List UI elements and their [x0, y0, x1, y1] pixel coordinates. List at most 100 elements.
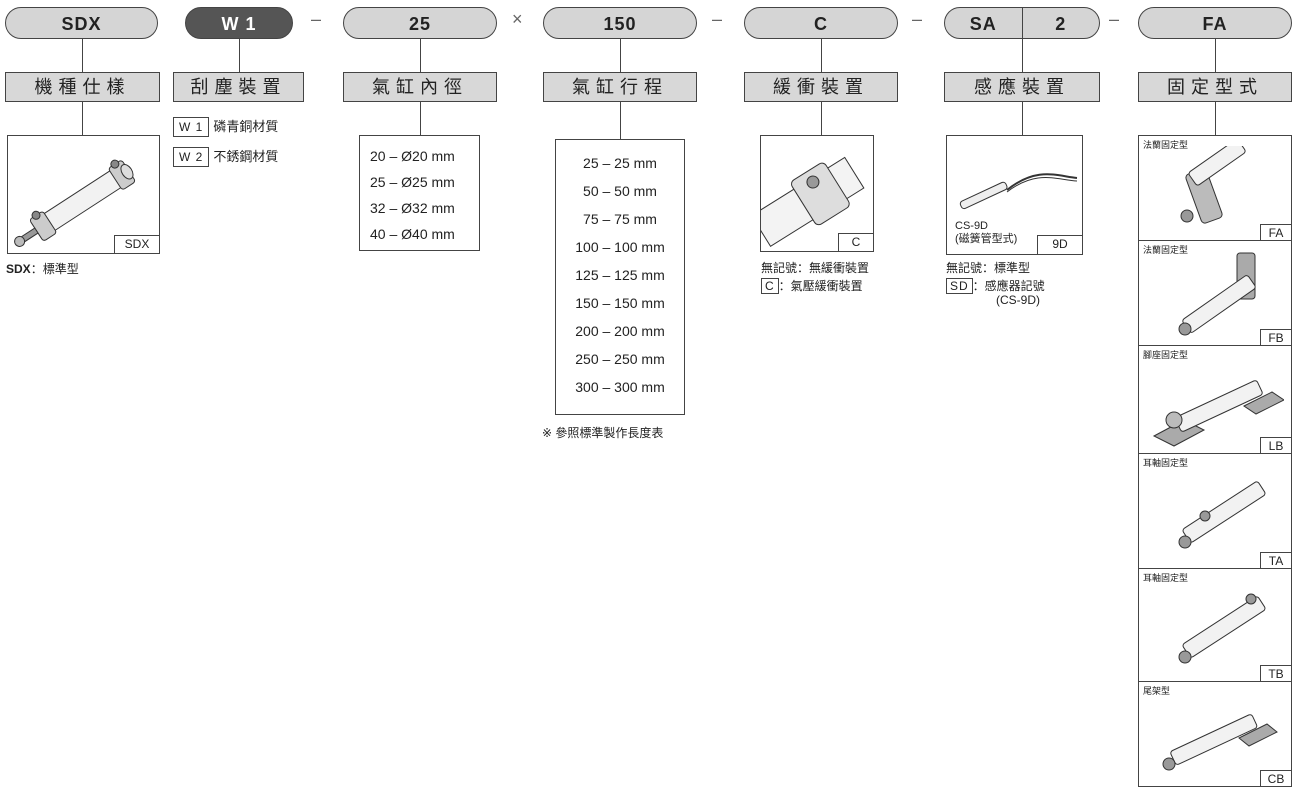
sensor-image-box: CS-9D (磁簧管型式) 9D — [946, 135, 1083, 255]
connector — [1215, 39, 1216, 72]
sensor-note: 無記號：標準型 SD：感應器記號 (CS-9D) — [946, 259, 1045, 309]
clevis-mount-illustration — [1162, 714, 1278, 771]
stroke-note: ※ 參照標準製作長度表 — [542, 426, 664, 440]
code-stroke: 150 — [543, 7, 697, 39]
mount-option-fa: 法蘭固定型 FA — [1139, 136, 1291, 241]
stroke-option: 250 – 250 mm — [575, 351, 665, 367]
connector — [620, 39, 621, 72]
mount-option-tb: 耳軸固定型 TB — [1139, 569, 1291, 682]
connector — [1022, 39, 1023, 72]
sensor-note-1: 無記號：標準型 — [946, 261, 1031, 275]
code-cushion: C — [744, 7, 898, 39]
connector — [1022, 102, 1023, 135]
connector — [620, 102, 621, 139]
connector — [420, 102, 421, 135]
flange-mount-illustration — [1180, 146, 1246, 224]
mount-caption: 耳軸固定型 — [1143, 573, 1189, 583]
model-note: SDX：標準型 — [6, 260, 79, 278]
stroke-option: 25 – 25 mm — [583, 155, 657, 171]
label-mount: 固定型式 — [1138, 72, 1292, 102]
stroke-option: 50 – 50 mm — [583, 183, 657, 199]
sensor-note-2: SD：感應器記號 — [946, 277, 1045, 295]
separator-times: × — [512, 9, 523, 29]
bore-option: 32 – Ø32 mm — [370, 200, 455, 216]
code-bore: 25 — [343, 7, 497, 39]
cushion-note: 無記號：無緩衝裝置 C：氣壓緩衝裝置 — [761, 259, 869, 295]
stroke-option: 300 – 300 mm — [575, 379, 665, 395]
trunnion-mount-illustration — [1178, 481, 1266, 549]
trunnion-mount-illustration — [1178, 593, 1266, 664]
cushion-note-text: ：氣壓緩衝裝置 — [778, 279, 863, 293]
bore-option-list: 20 – Ø20 mm 25 – Ø25 mm 32 – Ø32 mm 40 –… — [359, 135, 480, 251]
code-sensor-b: 2 — [1055, 14, 1067, 34]
separator-dash: – — [1109, 9, 1120, 29]
bore-option: 20 – Ø20 mm — [370, 148, 455, 164]
connector — [420, 39, 421, 72]
connector — [821, 102, 822, 135]
sensor-caption-1: CS-9D — [955, 220, 989, 232]
label-sensor: 感應裝置 — [944, 72, 1100, 102]
cushion-illustration — [750, 156, 865, 247]
mount-tag: TA — [1260, 552, 1291, 568]
flange-mount-illustration — [1178, 252, 1256, 336]
stroke-option: 100 – 100 mm — [575, 239, 665, 255]
stroke-option: 200 – 200 mm — [575, 323, 665, 339]
label-bore: 氣缸內徑 — [343, 72, 497, 102]
cushion-tag: C — [838, 233, 873, 251]
foot-mount-illustration — [1152, 380, 1284, 447]
sensor-tag: 9D — [1037, 235, 1082, 254]
cushion-image-box: C — [750, 135, 874, 252]
mount-option-list: 法蘭固定型 FA 法蘭固定型 FB 腳座固定型 LB 耳軸固定型 — [1138, 135, 1292, 787]
connector — [82, 102, 83, 135]
label-scraper: 刮塵裝置 — [173, 72, 304, 102]
mount-tag: FA — [1260, 224, 1291, 240]
connector — [821, 39, 822, 72]
label-cushion: 緩衝裝置 — [744, 72, 898, 102]
scraper-option-text: 不銹鋼材質 — [213, 149, 279, 164]
sensor-caption: CS-9D (磁簧管型式) — [955, 220, 1017, 246]
mount-option-ta: 耳軸固定型 TA — [1139, 454, 1291, 569]
mount-tag: CB — [1260, 770, 1291, 786]
mount-tag: TB — [1260, 665, 1291, 681]
cushion-note-1: 無記號：無緩衝裝置 — [761, 261, 870, 275]
mount-option-fb: 法蘭固定型 FB — [1139, 241, 1291, 346]
mount-option-cb: 尾架型 CB — [1139, 682, 1291, 786]
divider — [1021, 8, 1023, 38]
separator-dash: – — [912, 9, 923, 29]
mount-caption: 法蘭固定型 — [1143, 140, 1189, 150]
cushion-note-2: C：氣壓緩衝裝置 — [761, 277, 869, 295]
mount-caption: 耳軸固定型 — [1143, 458, 1189, 468]
mount-tag: LB — [1260, 437, 1291, 453]
cylinder-illustration — [14, 159, 136, 247]
model-note-code: SDX — [6, 262, 31, 276]
scraper-option-code: W 2 — [173, 147, 210, 167]
stroke-option: 150 – 150 mm — [575, 295, 665, 311]
scraper-option-code: W 1 — [173, 117, 210, 137]
mount-option-lb: 腳座固定型 LB — [1139, 346, 1291, 454]
mount-tag: FB — [1260, 329, 1291, 345]
sensor-note-text: ：感應器記號 — [972, 279, 1045, 293]
model-note-text: ：標準型 — [30, 262, 79, 276]
model-tag: SDX — [114, 235, 159, 253]
mount-caption: 尾架型 — [1143, 686, 1171, 696]
code-sensor: SA 2 — [944, 7, 1100, 39]
mount-caption: 法蘭固定型 — [1143, 245, 1189, 255]
connector — [239, 39, 240, 72]
label-stroke: 氣缸行程 — [543, 72, 697, 102]
stroke-option: 75 – 75 mm — [583, 211, 657, 227]
code-scraper: W 1 — [185, 7, 293, 39]
bore-option: 40 – Ø40 mm — [370, 226, 455, 242]
code-mount: FA — [1138, 7, 1292, 39]
sensor-caption-2: (磁簧管型式) — [955, 233, 1018, 245]
mount-caption: 腳座固定型 — [1143, 350, 1189, 360]
cushion-note-code: C — [761, 278, 779, 294]
label-model: 機種仕樣 — [5, 72, 160, 102]
connector — [1215, 102, 1216, 135]
code-sensor-a: SA — [969, 14, 997, 34]
model-image-box: SDX — [7, 135, 160, 254]
bore-option: 25 – Ø25 mm — [370, 174, 455, 190]
separator-dash: – — [712, 9, 723, 29]
